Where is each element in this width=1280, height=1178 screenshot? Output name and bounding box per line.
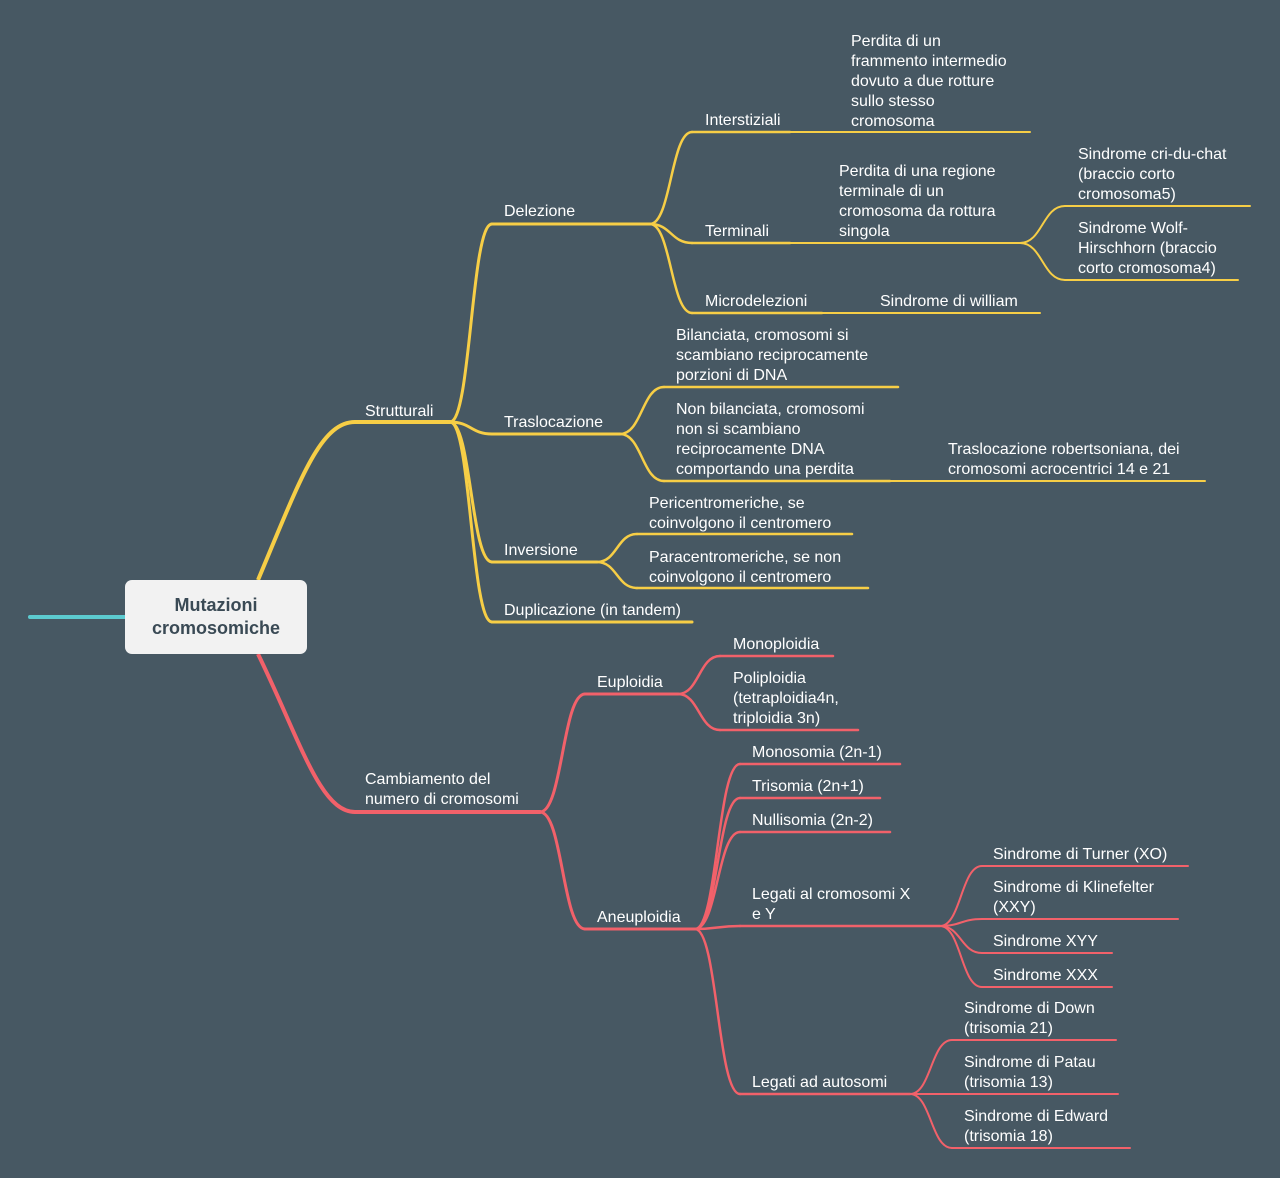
node-sindrome-edward[interactable]: Sindrome di Edward (trisomia 18) bbox=[964, 1108, 1109, 1145]
connector-root-numero bbox=[256, 653, 356, 814]
node-sindrome-patau[interactable]: Sindrome di Patau (trisomia 13) bbox=[964, 1054, 1096, 1091]
connector-cri-du-chat bbox=[1019, 205, 1066, 244]
connector-duplicazione bbox=[448, 420, 494, 624]
node-sindrome-wolf-hirschhorn[interactable]: Sindrome Wolf- Hirschhorn (braccio corto… bbox=[1078, 220, 1217, 277]
node-bilanciata[interactable]: Bilanciata, cromosomi si scambiano recip… bbox=[676, 327, 869, 384]
connector-traslocazione bbox=[448, 420, 494, 436]
node-monoploidia[interactable]: Monoploidia bbox=[733, 636, 820, 653]
connector-edward bbox=[909, 1093, 953, 1149]
root-node-mutazioni-cromosomiche[interactable]: Mutazioni cromosomiche bbox=[125, 580, 307, 654]
connector-interstiziali bbox=[648, 130, 694, 226]
node-sindrome-cri-du-chat[interactable]: Sindrome cri-du-chat (braccio corto crom… bbox=[1078, 146, 1227, 203]
connector-autosomi bbox=[693, 927, 742, 1096]
node-nullisomia[interactable]: Nullisomia (2n-2) bbox=[752, 812, 873, 829]
connector-euploidia bbox=[538, 692, 587, 814]
node-terminali-desc[interactable]: Perdita di una regione terminale di un c… bbox=[839, 163, 996, 240]
connector-xy bbox=[693, 924, 742, 931]
node-sindrome-turner[interactable]: Sindrome di Turner (XO) bbox=[993, 846, 1168, 863]
node-euploidia[interactable]: Euploidia bbox=[597, 674, 663, 691]
node-strutturali[interactable]: Strutturali bbox=[365, 403, 434, 420]
connector-xyy bbox=[939, 925, 983, 954]
node-terminali[interactable]: Terminali bbox=[705, 223, 770, 240]
connector-klinefelter bbox=[939, 918, 983, 927]
connector-root-strutturali bbox=[256, 420, 356, 581]
connector-paracentromeriche bbox=[595, 560, 639, 590]
node-legati-cromosomi-xy[interactable]: Legati al cromosomi X e Y bbox=[752, 886, 911, 923]
node-interstiziali-desc[interactable]: Perdita di un frammento intermedio dovut… bbox=[851, 33, 1007, 130]
node-interstiziali[interactable]: Interstiziali bbox=[705, 112, 781, 129]
node-sindrome-xxx[interactable]: Sindrome XXX bbox=[993, 967, 1098, 984]
node-inversione[interactable]: Inversione bbox=[504, 542, 578, 559]
connector-trisomia bbox=[693, 796, 742, 931]
connector-pericentromeriche bbox=[595, 532, 639, 564]
node-traslocazione[interactable]: Traslocazione bbox=[504, 414, 604, 431]
connector-down bbox=[909, 1039, 953, 1095]
node-aneuploidia[interactable]: Aneuploidia bbox=[597, 909, 681, 926]
connector-xxx bbox=[939, 925, 983, 988]
node-poliploidia[interactable]: Poliploidia (tetraploidia4n, triploidia … bbox=[733, 670, 839, 727]
connector-inversione bbox=[448, 420, 494, 564]
connector-nullisomia bbox=[693, 830, 742, 931]
node-sindrome-xyy[interactable]: Sindrome XYY bbox=[993, 933, 1098, 950]
node-trisomia[interactable]: Trisomia (2n+1) bbox=[752, 778, 864, 795]
connector-aneuploidia bbox=[538, 810, 587, 931]
node-duplicazione[interactable]: Duplicazione (in tandem) bbox=[504, 602, 681, 619]
connector-turner bbox=[939, 865, 983, 927]
connector-bilanciata bbox=[618, 385, 666, 436]
connector-monosomia bbox=[693, 762, 742, 931]
node-pericentromeriche[interactable]: Pericentromeriche, se coinvolgono il cen… bbox=[649, 495, 832, 532]
node-sindrome-down[interactable]: Sindrome di Down (trisomia 21) bbox=[964, 1000, 1095, 1037]
node-cambiamento-numero-cromosomi[interactable]: Cambiamento del numero di cromosomi bbox=[365, 771, 519, 808]
node-paracentromeriche[interactable]: Paracentromeriche, se non coinvolgono il… bbox=[649, 549, 842, 586]
connector-monoploidia bbox=[676, 654, 722, 696]
node-monosomia[interactable]: Monosomia (2n-1) bbox=[752, 744, 882, 761]
node-legati-autosomi[interactable]: Legati ad autosomi bbox=[752, 1074, 888, 1091]
node-non-bilanciata[interactable]: Non bilanciata, cromosomi non si scambia… bbox=[676, 401, 865, 478]
node-delezione[interactable]: Delezione bbox=[504, 203, 576, 220]
connector-microdelezioni bbox=[648, 222, 694, 315]
connector-delezione bbox=[448, 222, 494, 424]
node-sindrome-klinefelter[interactable]: Sindrome di Klinefelter (XXY) bbox=[993, 879, 1154, 916]
connector-wolf bbox=[1019, 242, 1066, 281]
node-sindrome-di-william[interactable]: Sindrome di william bbox=[880, 293, 1018, 310]
node-microdelezioni[interactable]: Microdelezioni bbox=[705, 293, 808, 310]
node-traslocazione-robertsoniana[interactable]: Traslocazione robertsoniana, dei cromoso… bbox=[948, 441, 1180, 478]
connector-non-bilanciata bbox=[618, 432, 666, 483]
connector-poliploidia bbox=[676, 692, 722, 732]
